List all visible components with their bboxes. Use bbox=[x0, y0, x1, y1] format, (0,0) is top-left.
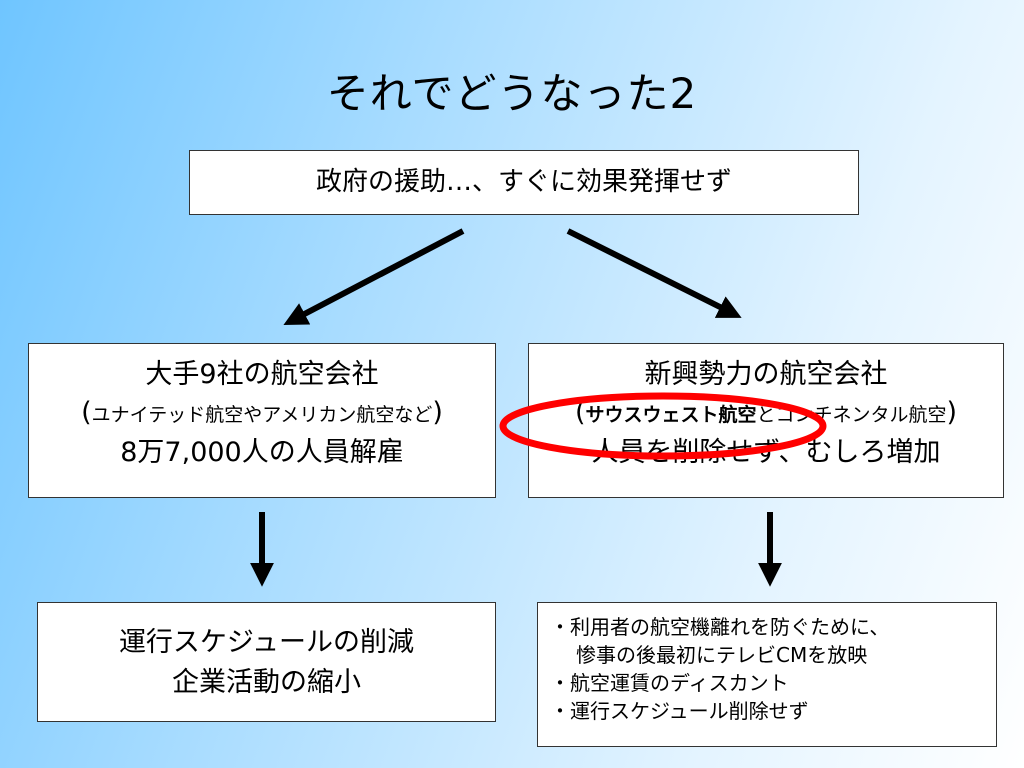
countermeasure-item-continued: 惨事の後最初にテレビCMを放映 bbox=[576, 643, 868, 667]
arrow-to-left-box bbox=[283, 228, 465, 326]
major-airlines-box: 大手9社の航空会社 (ユナイテッド航空やアメリカン航空など) 8万7,000人の… bbox=[28, 343, 496, 498]
southwest-airlines-label: サウスウェスト航空 bbox=[585, 404, 757, 426]
countermeasure-item: ・航空運賃のディスカント bbox=[550, 671, 789, 695]
paren-close: ) bbox=[946, 397, 958, 428]
arrow-to-right-box bbox=[566, 228, 742, 318]
emerging-airlines-staffing: 人員を削除せず、むしろ増加 bbox=[591, 437, 941, 468]
schedule-cut-box: 運行スケジュールの削減 企業活動の縮小 bbox=[37, 602, 496, 722]
emerging-airlines-heading: 新興勢力の航空会社 bbox=[644, 359, 888, 390]
continental-airlines-label: とコンチネンタル航空 bbox=[756, 404, 947, 426]
top-box: 政府の援助…、すぐに効果発揮せず bbox=[189, 150, 859, 215]
emerging-airlines-examples: (サウスウェスト航空とコンチネンタル航空) bbox=[529, 394, 1003, 434]
business-shrink-line: 企業活動の縮小 bbox=[172, 667, 361, 698]
countermeasure-item: ・運行スケジュール削除せず bbox=[550, 699, 809, 723]
major-airlines-heading: 大手9社の航空会社 bbox=[145, 359, 379, 390]
major-airlines-examples-text: ユナイテッド航空やアメリカン航空など bbox=[91, 404, 433, 426]
major-airlines-layoffs: 8万7,000人の人員解雇 bbox=[120, 437, 404, 468]
paren-close: ) bbox=[432, 397, 443, 428]
countermeasure-item: ・利用者の航空機離れを防ぐために、 bbox=[550, 615, 890, 639]
emerging-airlines-box: 新興勢力の航空会社 (サウスウェスト航空とコンチネンタル航空) 人員を削除せず、… bbox=[528, 343, 1004, 498]
major-airlines-examples: (ユナイテッド航空やアメリカン航空など) bbox=[29, 394, 495, 434]
countermeasures-box: ・利用者の航空機離れを防ぐために、 惨事の後最初にテレビCMを放映 ・航空運賃の… bbox=[537, 602, 997, 747]
paren-open: ( bbox=[81, 397, 92, 428]
schedule-cut-line: 運行スケジュールの削減 bbox=[118, 627, 415, 658]
paren-open: ( bbox=[574, 397, 586, 428]
top-box-text: 政府の援助…、すぐに効果発揮せず bbox=[315, 167, 732, 197]
page-title: それでどうなった2 bbox=[326, 69, 698, 118]
